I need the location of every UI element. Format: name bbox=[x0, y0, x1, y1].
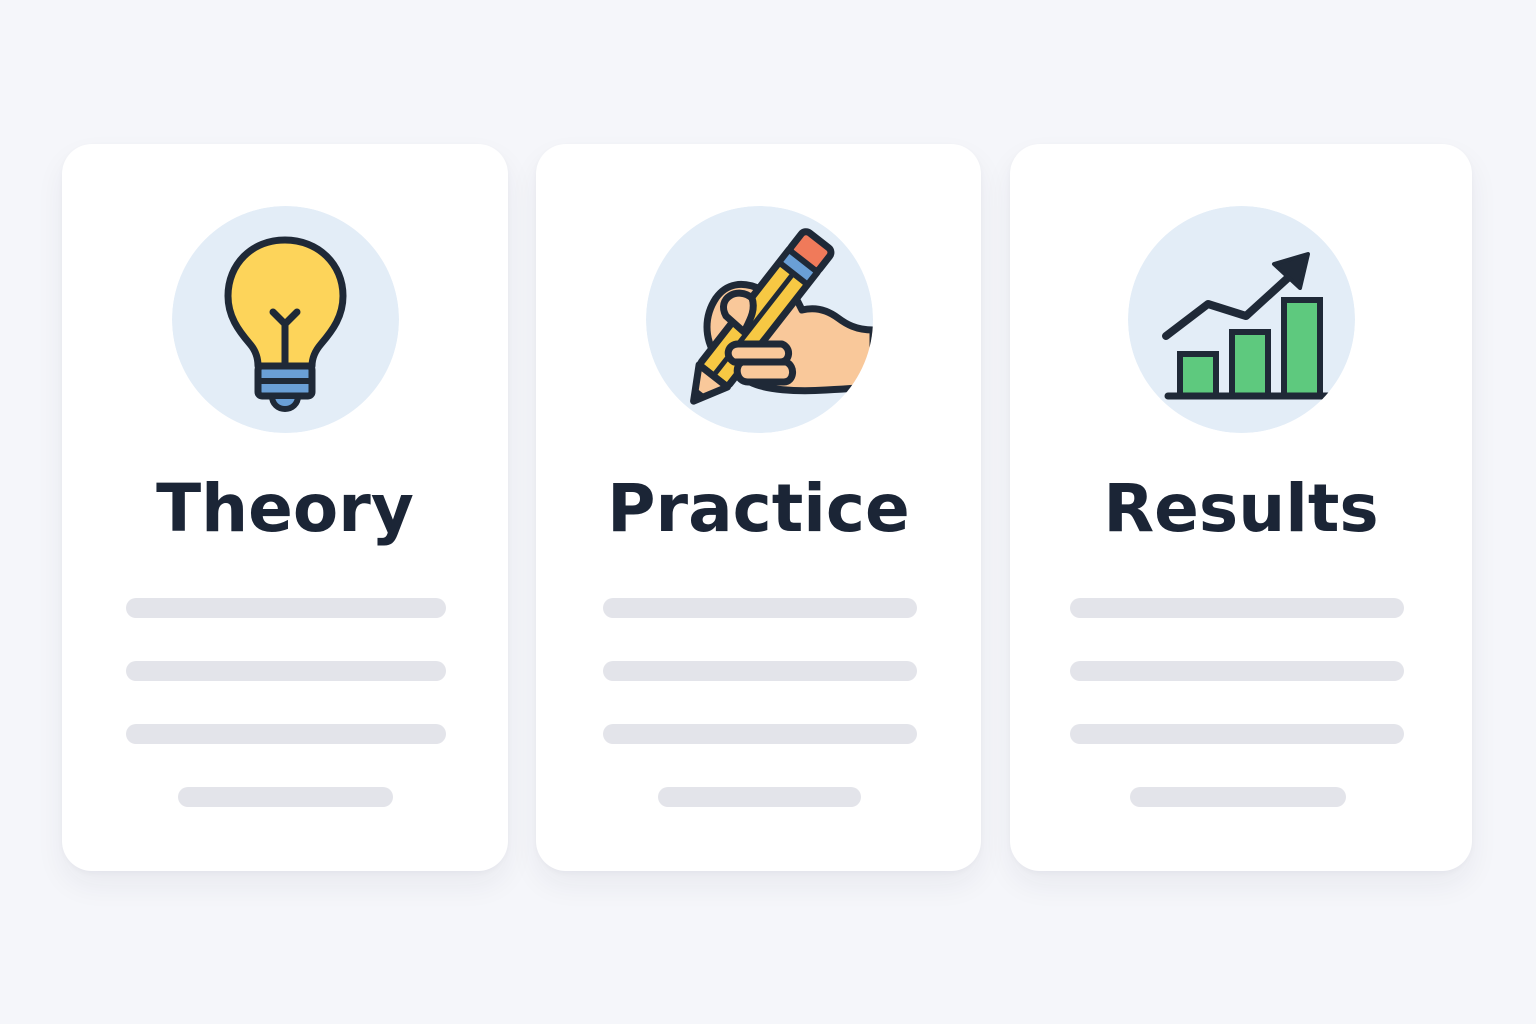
card-theory[interactable]: Theory bbox=[62, 144, 508, 871]
card-title-practice: Practice bbox=[607, 470, 910, 547]
pencil-in-hand-icon bbox=[645, 206, 873, 433]
text-placeholder-line bbox=[178, 787, 393, 807]
text-placeholder-line bbox=[126, 598, 446, 618]
lightbulb-icon-svg bbox=[172, 206, 399, 433]
growth-chart-icon bbox=[1128, 206, 1355, 433]
lightbulb-icon bbox=[172, 206, 399, 433]
text-placeholder-line bbox=[1070, 598, 1404, 618]
text-placeholder-line bbox=[1070, 661, 1404, 681]
text-placeholder-line bbox=[126, 724, 446, 744]
card-title-results: Results bbox=[1103, 470, 1379, 547]
text-placeholder-line bbox=[1070, 724, 1404, 744]
text-placeholder-line bbox=[603, 598, 917, 618]
growth-chart-icon-svg bbox=[1128, 206, 1355, 433]
pencil-in-hand-icon-svg bbox=[645, 206, 873, 433]
text-placeholder-line bbox=[1130, 787, 1346, 807]
text-placeholder-line bbox=[603, 661, 917, 681]
text-placeholder-line bbox=[603, 724, 917, 744]
card-practice[interactable]: Practice bbox=[536, 144, 981, 871]
card-title-theory: Theory bbox=[156, 470, 414, 547]
text-placeholder-line bbox=[658, 787, 861, 807]
text-placeholder-line bbox=[126, 661, 446, 681]
card-results[interactable]: Results bbox=[1010, 144, 1472, 871]
